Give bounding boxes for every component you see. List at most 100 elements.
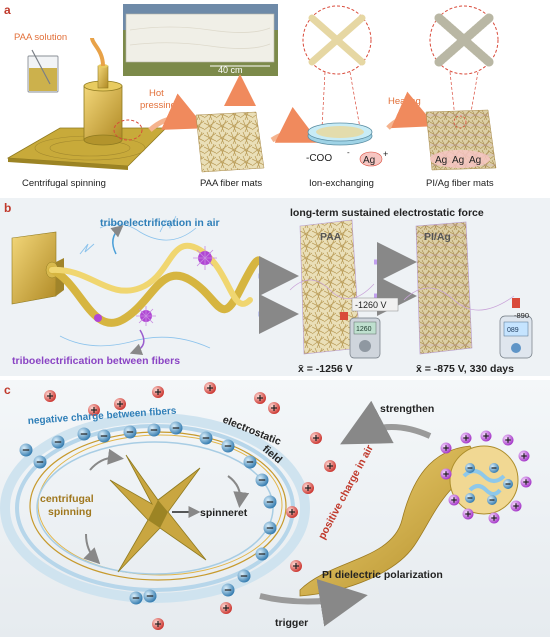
outer-positive-charges	[440, 430, 532, 524]
positive-charge	[220, 602, 232, 614]
negative-charge	[263, 521, 277, 535]
positive-charge	[286, 506, 298, 518]
pressing-label: pressing	[140, 100, 176, 111]
arrow-to-ion	[270, 106, 320, 143]
negative-charge	[489, 463, 499, 473]
paa-solution-label: PAA solution	[14, 32, 67, 43]
negative-charges	[19, 421, 277, 605]
charge-dot	[94, 314, 102, 322]
negative-charge	[143, 589, 157, 603]
trigger-arrow	[259, 579, 368, 627]
panel-b: b triboelectrification in air triboelect…	[0, 198, 550, 376]
positive-charge	[440, 442, 452, 454]
caption-ion-exchanging: Ion-exchanging	[309, 178, 374, 189]
negative-charge	[255, 547, 269, 561]
arrow-air	[110, 225, 124, 255]
feed-tube	[90, 37, 105, 67]
meter-paa-screen: 1260	[356, 326, 372, 333]
heating-label: Heating	[388, 96, 421, 107]
centrifugal-label-2: spinning	[48, 506, 92, 518]
negative-charge	[465, 493, 475, 503]
panel-b-label: b	[4, 201, 11, 215]
spinneret-star	[109, 454, 207, 573]
positive-charge	[520, 476, 532, 488]
spark-blue	[99, 223, 197, 241]
rotation-arrow	[227, 475, 250, 508]
positive-charge	[114, 398, 126, 410]
petri-dish	[307, 122, 373, 146]
positive-charge	[510, 500, 522, 512]
panel-c: c spinneret negative charge between fibe…	[0, 380, 550, 637]
result-paa: x̄ = -1256 V	[298, 363, 353, 375]
ag-badge	[430, 150, 490, 168]
positive-charge	[204, 382, 216, 394]
ag-label-3: Ag	[469, 155, 481, 166]
charge-burst	[193, 246, 217, 270]
zoom-guide-line	[321, 71, 326, 129]
negative-charge	[465, 463, 475, 473]
negative-charge	[221, 439, 235, 453]
voltmeter-paa: 1260	[340, 312, 381, 359]
charge-burst	[136, 306, 156, 326]
negative-charge	[503, 479, 513, 489]
zoom-circle	[113, 119, 143, 141]
positive-charge	[254, 392, 266, 404]
negative-charge	[77, 427, 91, 441]
arrow-between	[129, 329, 145, 355]
strengthen-arrow	[340, 400, 432, 445]
fiber-mat-photo: 40 cm	[123, 4, 278, 76]
zoom-fiber	[308, 14, 366, 66]
spinneret-label: spinneret	[200, 507, 248, 519]
panel-b-title: long-term sustained electrostatic force	[290, 207, 484, 219]
negative-charge	[19, 443, 33, 457]
negative-charge	[129, 591, 143, 605]
meter-paa-label: -1260 V	[355, 300, 387, 310]
negative-charge	[123, 425, 137, 439]
meter-piag-label: -890	[514, 311, 529, 320]
caption-pi-mats: PI/Ag fiber mats	[426, 178, 494, 189]
spinneret-cylinder	[83, 85, 123, 141]
positive-charge	[44, 390, 56, 402]
scale-label: 40 cm	[218, 65, 243, 75]
plus-label: +	[383, 149, 388, 159]
rotation-arrow	[83, 533, 101, 565]
negative-charge	[255, 473, 269, 487]
discharge-glow	[403, 287, 515, 311]
negative-charge	[243, 455, 257, 469]
negative-charge	[33, 455, 47, 469]
meter-paa-readout	[351, 297, 399, 312]
zoom-piag-particles	[434, 13, 494, 67]
positive-charge	[480, 430, 492, 442]
spark-blue	[79, 243, 95, 255]
spinneret-nozzle	[97, 65, 109, 89]
positive-charge	[488, 512, 500, 524]
voltmeter-piag: 089	[499, 298, 533, 359]
result-piag: x̄ = -875 V, 330 days	[416, 363, 514, 375]
trigger-label: trigger	[275, 617, 308, 629]
cross-section-charges	[465, 463, 513, 505]
caption-centrifugal: Centrifugal spinning	[22, 178, 106, 189]
negative-charge	[97, 429, 111, 443]
negative-charge	[199, 431, 213, 445]
positive-charge	[152, 386, 164, 398]
positive-charge	[448, 494, 460, 506]
caption-paa-mats: PAA fiber mats	[200, 178, 262, 189]
positive-charge	[310, 432, 322, 444]
mat-zoom-marker	[453, 115, 467, 129]
positive-charge	[268, 402, 280, 414]
ag-plus-label: Ag	[363, 155, 375, 166]
positive-charges	[44, 382, 336, 630]
zoom-guide-line	[349, 71, 361, 129]
beaker	[27, 49, 59, 93]
positive-charge	[518, 450, 530, 462]
centrifugal-label-1: centrifugal	[40, 493, 94, 505]
minus-label: -	[347, 148, 350, 157]
negative-charge	[51, 435, 65, 449]
meter-piag-screen: 089	[507, 327, 519, 334]
positive-charge	[88, 404, 100, 416]
ag-label-1: Ag	[435, 155, 447, 166]
positive-charge	[440, 468, 452, 480]
ag-ion	[359, 151, 383, 167]
